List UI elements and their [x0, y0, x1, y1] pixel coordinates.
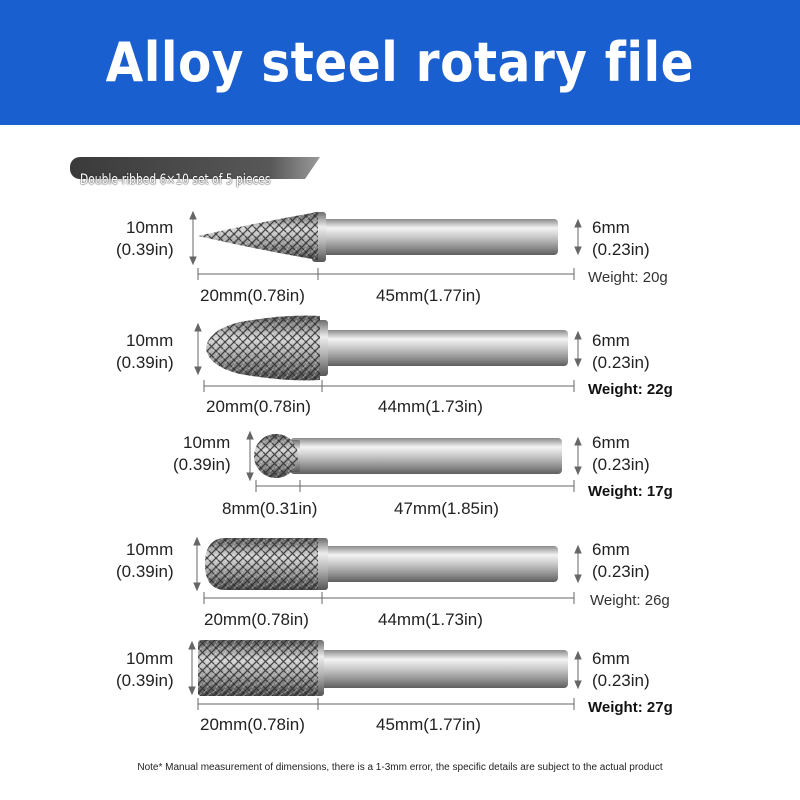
bit-3-head-in: (0.39in)	[173, 455, 231, 474]
bit-4-shank-mm: 6mm	[592, 540, 630, 559]
bit-5-shank-mm: 6mm	[592, 649, 630, 668]
bit-3-shank-in: (0.23in)	[592, 455, 650, 474]
measurement-note: Note* Manual measurement of dimensions, …	[137, 762, 663, 773]
page-title: Alloy steel rotary file	[105, 31, 695, 94]
bit-5-shank	[320, 650, 568, 688]
bit-3-ball	[254, 434, 562, 478]
bit-4-shank	[322, 546, 558, 582]
bit-4-shank-length: 44mm(1.73in)	[378, 610, 483, 629]
bit-3-head-mm: 10mm	[183, 433, 231, 452]
bit-5-shank-in: (0.23in)	[592, 671, 650, 690]
bit-3-shank-mm: 6mm	[592, 433, 630, 452]
bit-2-head-mm: 10mm	[126, 331, 174, 350]
bit-2-shank-mm: 6mm	[592, 331, 630, 350]
bit-5-cylinder	[198, 640, 568, 696]
bit-2-cut-length: 20mm(0.78in)	[206, 397, 311, 416]
bit-3-shank	[290, 438, 562, 474]
bit-2-tree-rounded	[206, 315, 568, 381]
bit-5-head-in: (0.39in)	[116, 671, 174, 690]
bit-4-weight: Weight: 26g	[590, 592, 670, 609]
bit-5-cut-length: 20mm(0.78in)	[200, 715, 305, 734]
bit-2-shank-length: 44mm(1.73in)	[378, 397, 483, 416]
bit-1-tree-pointed	[198, 212, 558, 262]
bit-2-weight: Weight: 22g	[588, 381, 673, 398]
bit-1-weight: Weight: 20g	[588, 269, 668, 286]
bit-4-cylinder-ball-nose	[205, 538, 558, 590]
bit-3-weight: Weight: 17g	[588, 483, 673, 500]
bit-4-shank-in: (0.23in)	[592, 562, 650, 581]
subtitle-bar	[70, 157, 320, 179]
set-subtitle: Double-ribbed 6×10 set of 5 pieces	[80, 172, 271, 188]
bit-3-cut-length: 8mm(0.31in)	[222, 499, 318, 518]
bit-1-shank-in: (0.23in)	[592, 240, 650, 259]
bit-2-shank-in: (0.23in)	[592, 353, 650, 372]
bit-5-weight: Weight: 27g	[588, 699, 673, 716]
bit-4-collar	[316, 538, 328, 590]
dimension-lines	[188, 210, 582, 710]
bit-4-head-mm: 10mm	[126, 540, 174, 559]
bit-1-shank-mm: 6mm	[592, 218, 630, 237]
bit-4-cut-length: 20mm(0.78in)	[204, 610, 309, 629]
bit-1-shank-length: 45mm(1.77in)	[376, 286, 481, 305]
bit-2-shank	[322, 330, 568, 366]
bit-5-head-mm: 10mm	[126, 649, 174, 668]
bit-4-head-in: (0.39in)	[116, 562, 174, 581]
bit-1-head-in: (0.39in)	[116, 240, 174, 259]
bit-1-head-mm: 10mm	[126, 218, 174, 237]
bit-3-shank-length: 47mm(1.85in)	[394, 499, 499, 518]
bit-1-cut-length: 20mm(0.78in)	[200, 286, 305, 305]
bit-1-shank	[318, 219, 558, 255]
bit-5-shank-length: 45mm(1.77in)	[376, 715, 481, 734]
bit-2-head-in: (0.39in)	[116, 353, 174, 372]
header-banner: Alloy steel rotary file	[0, 0, 800, 125]
